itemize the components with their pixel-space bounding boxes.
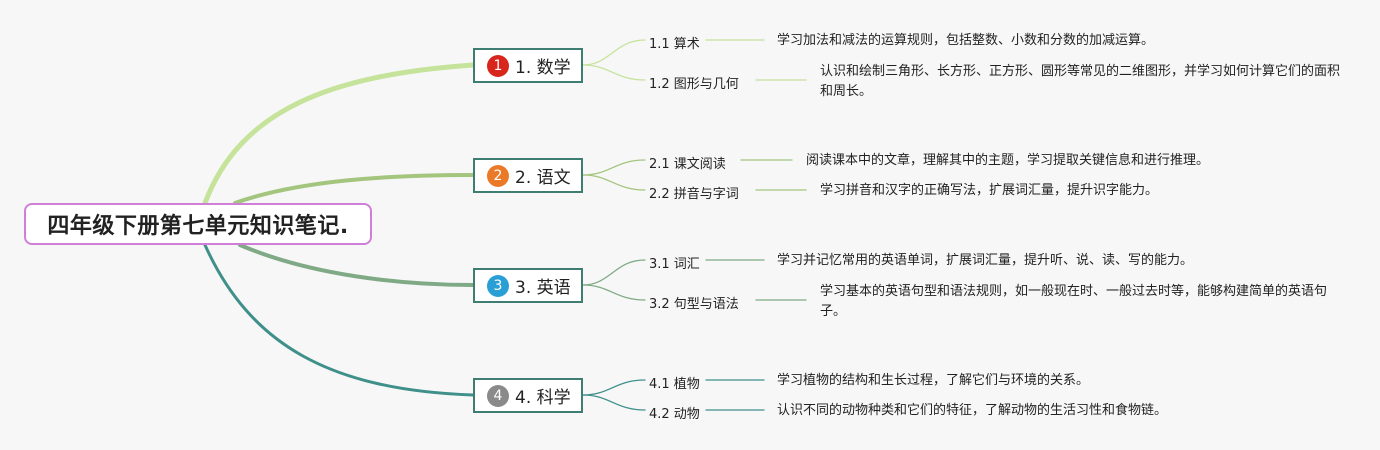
description-vocabulary: 学习并记忆常用的英语单词，扩展词汇量，提升听、说、读、写的能力。 [777,253,1194,268]
topic-label: 4. 科学 [515,388,571,408]
topic-label: 1. 数学 [515,58,571,78]
branch-line [238,243,475,287]
description-animals: 认识不同的动物种类和它们的特征，了解动物的生活习性和食物链。 [777,403,1168,418]
sub-branch-line [582,379,646,396]
subtopic-grammar[interactable]: 3.2 句型与语法 [649,297,739,312]
root-node[interactable]: 四年级下册第七单元知识笔记. [24,203,372,245]
number-badge-icon: 2 [487,164,509,187]
branch-line [203,243,475,397]
topic-science[interactable]: 4 4. 科学 [473,378,583,413]
sub-branch-line [582,394,646,411]
subtopic-reading[interactable]: 2.1 课文阅读 [649,157,726,172]
sub-branch-line [582,159,646,176]
subtopic-pinyin[interactable]: 2.2 拼音与字词 [649,187,739,202]
description-pinyin: 学习拼音和汉字的正确写法，扩展词汇量，提升识字能力。 [820,183,1159,198]
branch-line [202,62,476,206]
topic-math[interactable]: 1 1. 数学 [473,48,583,83]
number-badge-icon: 1 [487,54,509,77]
description-arithmetic: 学习加法和减法的运算规则，包括整数、小数和分数的加减运算。 [777,33,1155,48]
subtopic-geometry[interactable]: 1.2 图形与几何 [649,77,739,92]
subtopic-plants[interactable]: 4.1 植物 [649,377,700,392]
branch-line [233,173,475,205]
sub-branch-line [582,284,646,301]
number-badge-icon: 4 [487,384,509,407]
subtopic-arithmetic[interactable]: 1.1 算术 [649,37,700,52]
description-grammar: 学习基本的英语句型和语法规则，如一般现在时、一般过去时等，能够构建简单的英语句子… [820,284,1328,319]
description-plants: 学习植物的结构和生长过程，了解它们与环境的关系。 [777,373,1090,388]
sub-branch-line [582,174,646,191]
sub-branch-line [582,39,646,66]
topic-english[interactable]: 3 3. 英语 [473,268,583,303]
topic-label: 3. 英语 [515,278,571,298]
subtopic-vocabulary[interactable]: 3.1 词汇 [649,257,700,272]
topic-chinese[interactable]: 2 2. 语文 [473,158,583,193]
sub-branch-line [582,64,646,81]
sub-branch-line [582,259,646,286]
description-reading: 阅读课本中的文章，理解其中的主题，学习提取关键信息和进行推理。 [806,153,1210,168]
subtopic-animals[interactable]: 4.2 动物 [649,407,700,422]
number-badge-icon: 3 [487,274,509,297]
topic-label: 2. 语文 [515,168,571,188]
description-geometry: 认识和绘制三角形、长方形、正方形、圆形等常见的二维图形，并学习如何计算它们的面积… [820,64,1341,99]
root-title: 四年级下册第七单元知识笔记. [47,214,349,239]
